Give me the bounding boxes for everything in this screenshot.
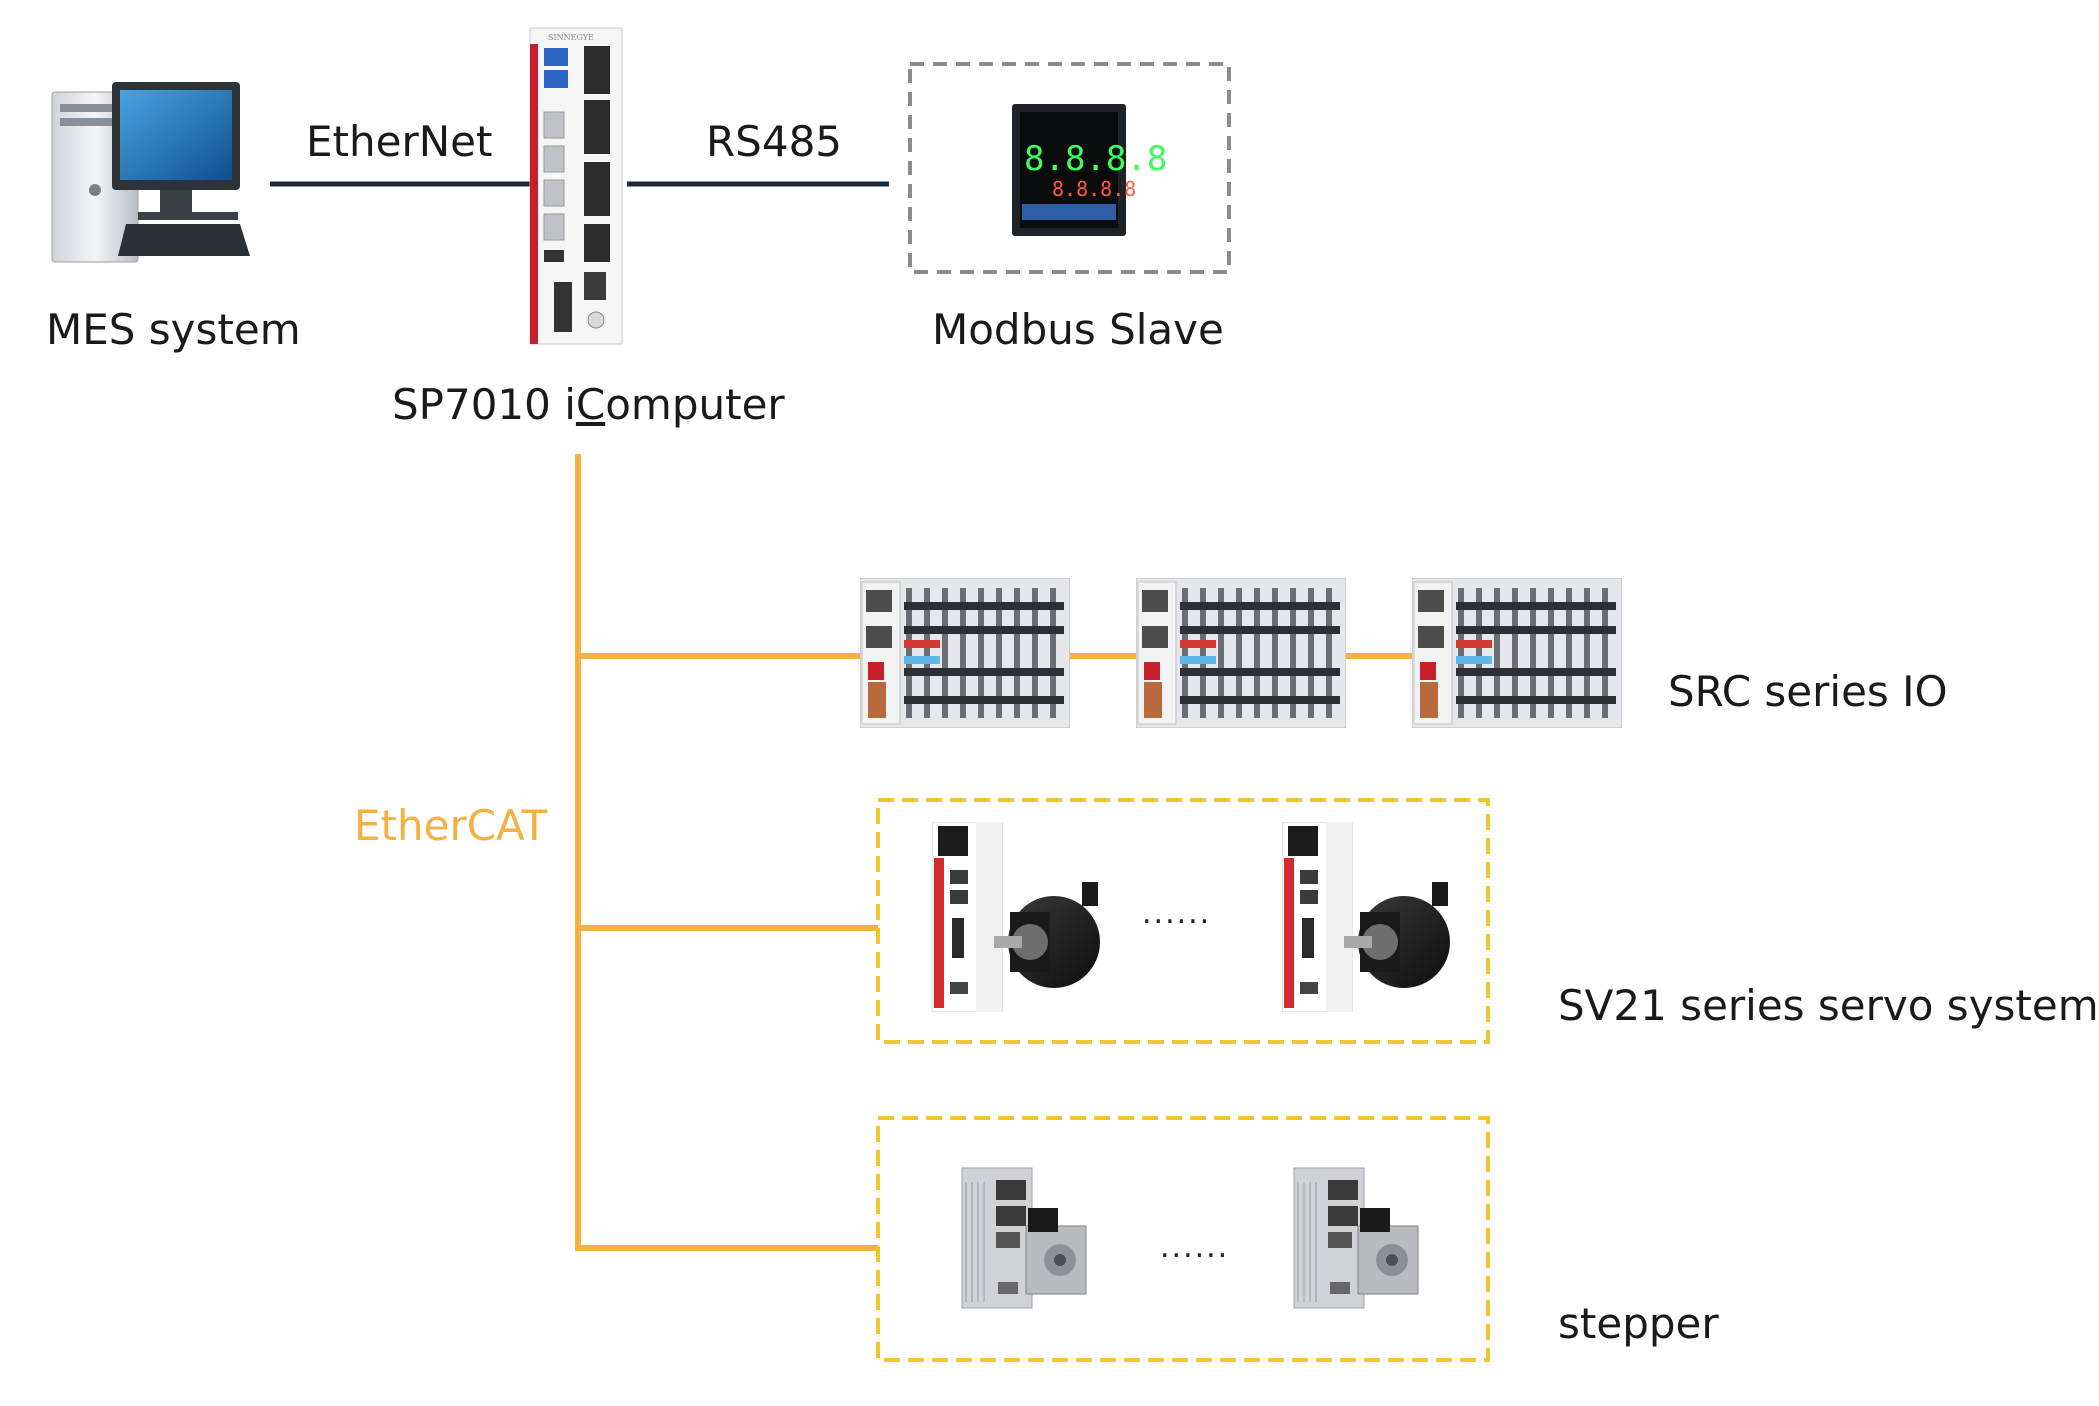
servo-group-box: [876, 798, 1490, 1044]
link-label-ethernet: EtherNet: [306, 117, 493, 166]
node-label-servo: SV21 series servo system: [1558, 981, 2099, 1030]
modbus-display-bottom: 8.8.8.8: [1052, 177, 1136, 201]
controller-label-prefix: SP7010 i: [392, 380, 576, 429]
stepper-drive-motor-icon: [1293, 1167, 1419, 1309]
io-module-icon: [1136, 578, 1346, 728]
servo-ellipsis: ......: [1142, 896, 1212, 931]
link-label-rs485: RS485: [706, 117, 843, 166]
stepper-ellipsis: ......: [1160, 1230, 1230, 1265]
modbus-slave-box: [908, 62, 1231, 274]
node-label-mes: MES system: [46, 305, 301, 354]
servo-drive-motor-icon: [1282, 822, 1451, 1012]
io-module-icon: [860, 578, 1070, 728]
link-label-ethercat: EtherCAT: [354, 801, 548, 850]
io-module-icon: [1412, 578, 1622, 728]
temperature-controller-icon: 8.8.8.8 8.8.8.8: [1012, 104, 1167, 236]
brand-mark: SINNEGYE: [548, 33, 594, 42]
diagram-canvas: SINNEGYE 8.8.8.8 8.8.8.8: [51, 27, 1622, 1362]
controller-icon: SINNEGYE: [529, 27, 623, 345]
node-label-controller: SP7010 iComputer: [392, 381, 785, 429]
node-label-modbus: Modbus Slave: [932, 305, 1224, 354]
servo-drive-motor-icon: [932, 822, 1101, 1012]
node-label-io: SRC series IO: [1668, 667, 1948, 716]
desktop-computer-icon: [51, 82, 250, 263]
modbus-display-top: 8.8.8.8: [1024, 139, 1167, 179]
controller-label-suffix: omputer: [605, 380, 785, 429]
controller-label-underlined: C: [575, 380, 606, 429]
stepper-drive-motor-icon: [961, 1167, 1087, 1309]
stepper-group-box: [876, 1116, 1490, 1362]
node-label-stepper: stepper: [1558, 1299, 1719, 1348]
